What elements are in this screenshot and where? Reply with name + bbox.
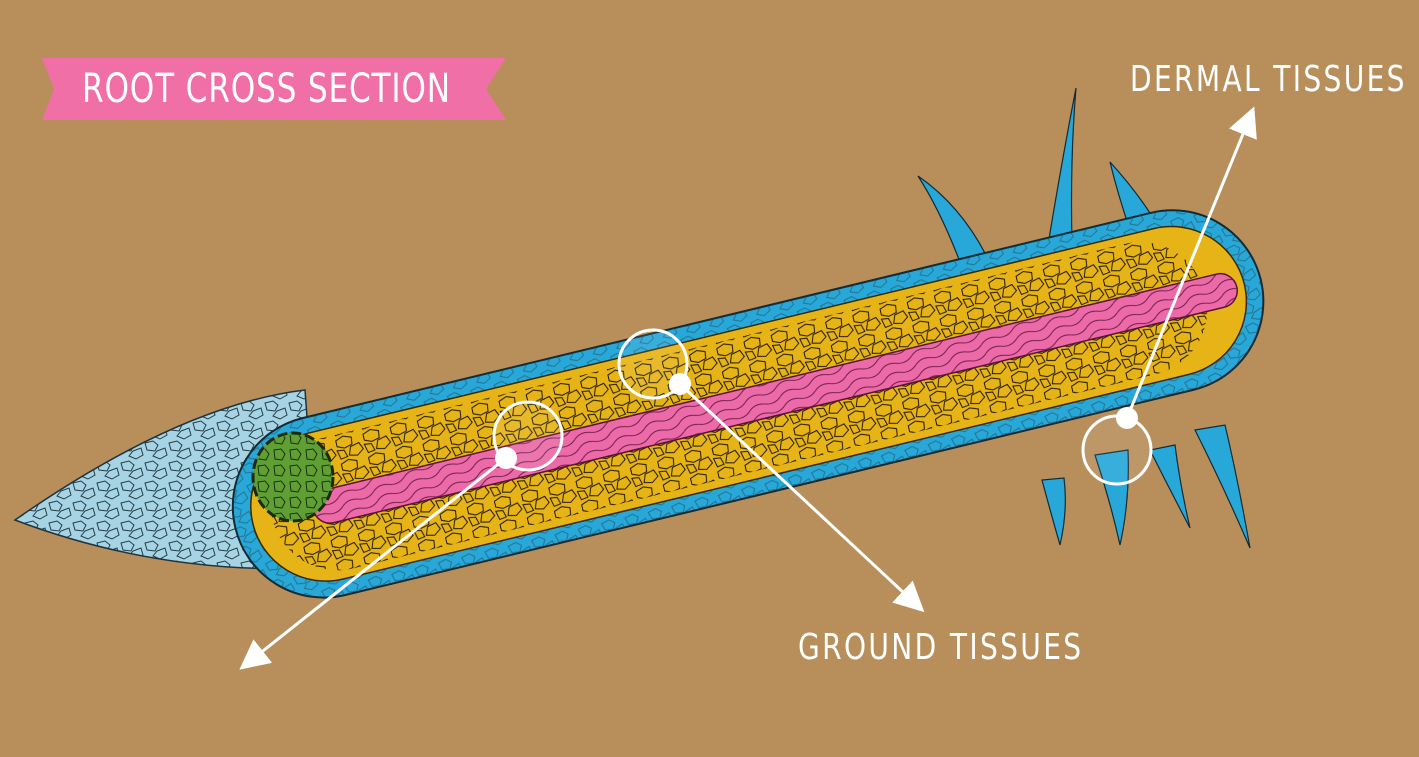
arrow-vascular	[239, 456, 507, 670]
dermal-tissues-label: DERMAL TISSUES	[1130, 59, 1407, 100]
ground-tissues-label: GROUND TISSUES	[798, 627, 1084, 668]
arrow-dermal	[1125, 106, 1257, 419]
highlight-hair	[1081, 414, 1153, 486]
arrow-ground	[678, 382, 925, 613]
annotation-arrows	[239, 106, 1257, 670]
title-banner: ROOT CROSS SECTION	[40, 58, 506, 120]
banner-ribbon	[42, 58, 506, 120]
annotation-dots	[495, 373, 1138, 469]
root-hairs	[917, 87, 1251, 549]
highlight-circles	[492, 328, 1153, 486]
meristem-cells	[255, 435, 331, 519]
page-title: ROOT CROSS SECTION	[82, 66, 451, 112]
vascular-cells	[312, 273, 1238, 524]
